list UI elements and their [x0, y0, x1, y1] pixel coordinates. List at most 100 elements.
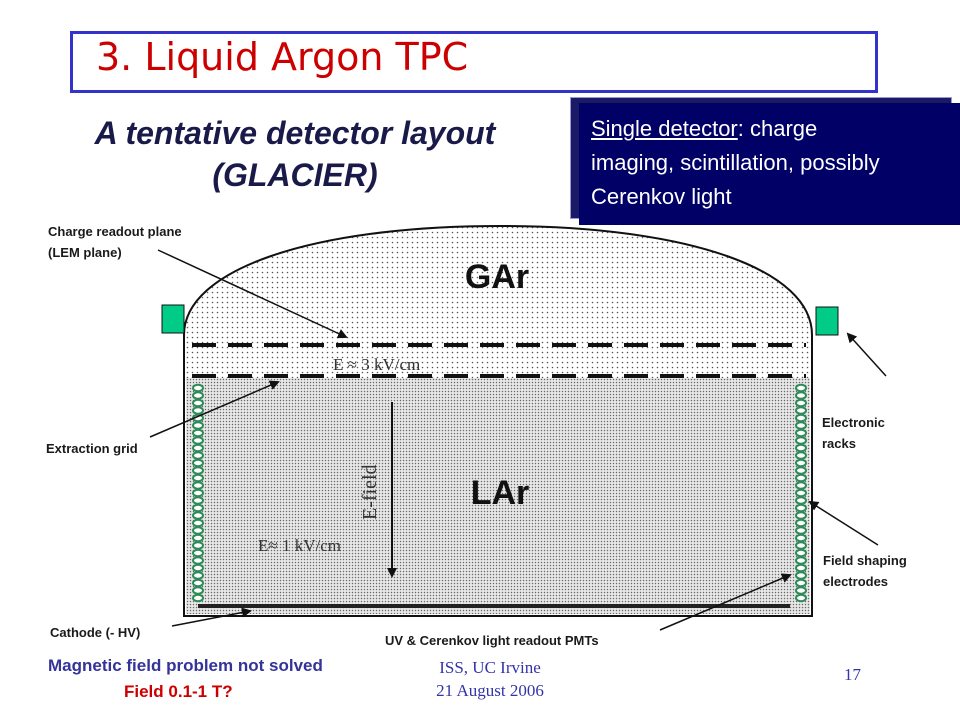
page-number: 17	[844, 665, 861, 684]
field-shaping-ring	[192, 593, 204, 603]
field-shaping-ring	[795, 556, 807, 565]
field-shaping-line-1: Field shaping	[823, 553, 907, 568]
electronic-racks-line-2: racks	[822, 436, 856, 451]
charge-readout-line-2: (LEM plane)	[48, 245, 122, 260]
electronic-rack-right	[815, 306, 839, 336]
field-shaping-ring	[795, 481, 807, 490]
subtitle-line-1: A tentative detector layout	[94, 115, 496, 151]
pmt-readout-label: UV & Cerenkov light readout PMTs	[385, 633, 599, 648]
field-shaping-ring	[192, 383, 204, 393]
field-shaping-ring	[192, 443, 204, 453]
field-shaping-ring	[795, 383, 807, 393]
field-shaping-ring	[795, 443, 807, 453]
field-shaping-ring	[192, 548, 204, 558]
electronic-rack-left	[161, 304, 185, 334]
callout-line-1-rest: : charge	[737, 116, 818, 141]
field-shaping-ring	[192, 451, 204, 460]
field-shaping-line-2: electrodes	[823, 574, 889, 589]
electronic-racks-label: Electronic racks	[822, 412, 885, 454]
field-shaping-ring	[795, 458, 807, 468]
field-shaping-ring	[795, 466, 807, 475]
callout-line-1: Single detector: charge	[591, 112, 960, 146]
field-shaping-ring	[795, 473, 807, 483]
field-lower-label: E≈ 1 kV/cm	[258, 536, 341, 555]
field-shaping-ring	[795, 541, 807, 550]
footer-field-question: Field 0.1-1 T?	[124, 682, 233, 701]
callout-line-3: Cerenkov light	[591, 184, 732, 209]
field-shaping-ring	[795, 398, 807, 408]
field-shaping-ring	[795, 428, 807, 438]
subtitle-line-2: (GLACIER)	[212, 157, 378, 193]
footer-problem: Magnetic field problem not solved	[48, 656, 323, 675]
field-shaping-ring	[192, 488, 204, 498]
field-shaping-ring	[795, 586, 807, 595]
field-shaping-ring	[192, 563, 204, 573]
footer-date: 21 August 2006	[436, 681, 544, 700]
field-shaping-ring	[795, 413, 807, 423]
callout-underlined: Single detector	[591, 116, 738, 141]
field-shaping-ring	[192, 406, 204, 415]
field-shaping-ring	[795, 533, 807, 543]
liquid-argon-region	[186, 378, 810, 614]
field-shaping-ring	[795, 578, 807, 588]
field-shaping-ring	[795, 526, 807, 535]
footer-venue-block: ISS, UC Irvine 21 August 2006	[400, 656, 580, 702]
field-shaping-electrodes-right	[795, 383, 807, 603]
callout-line-2: imaging, scintillation, possibly	[591, 150, 880, 175]
field-shaping-ring	[795, 563, 807, 573]
rack-leader	[846, 332, 887, 377]
field-shaping-ring	[795, 503, 807, 513]
field-shaping-ring	[192, 533, 204, 543]
field-shaping-ring	[192, 518, 204, 528]
field-axis-label: E-field	[359, 464, 381, 520]
field-shaping-ring	[795, 548, 807, 558]
field-shaping-ring	[795, 571, 807, 580]
field-upper-label: E ≈ 3 kV/cm	[333, 355, 420, 374]
footer-venue: ISS, UC Irvine	[439, 658, 541, 677]
cathode-label: Cathode (- HV)	[50, 625, 141, 640]
field-shaping-ring	[192, 556, 204, 565]
field-shaping-ring	[192, 466, 204, 475]
field-shaping-ring	[795, 496, 807, 505]
title-frame	[70, 31, 878, 93]
field-shaping-ring	[192, 428, 204, 438]
field-shaping-ring	[192, 571, 204, 580]
charge-readout-line-1: Charge readout plane	[48, 224, 182, 239]
charge-readout-label: Charge readout plane (LEM plane)	[48, 221, 182, 263]
liquid-argon-label: LAr	[471, 474, 530, 512]
extraction-grid-label: Extraction grid	[46, 441, 138, 456]
field-shaping-ring	[192, 511, 204, 520]
field-shaping-ring	[192, 436, 204, 445]
field-shaping-ring	[795, 451, 807, 460]
subtitle: A tentative detector layout (GLACIER)	[40, 112, 550, 196]
field-shaping-ring	[192, 578, 204, 588]
field-shaping-ring	[795, 488, 807, 498]
field-shaping-ring	[192, 503, 204, 513]
field-shaping-ring	[192, 481, 204, 490]
field-shaping-electrodes-left	[192, 383, 204, 603]
field-shaping-ring	[795, 421, 807, 430]
charge-readout-leader	[157, 249, 348, 339]
extraction-grid-leader	[149, 380, 280, 438]
field-shaping-ring	[795, 518, 807, 528]
field-shaping-ring	[192, 496, 204, 505]
field-shaping-ring	[192, 541, 204, 550]
field-shaping-ring	[192, 458, 204, 468]
callout-box: Single detector: charge imaging, scintil…	[579, 103, 960, 225]
field-shaping-ring	[192, 398, 204, 408]
cathode-leader	[171, 607, 252, 627]
field-shaping-ring	[795, 593, 807, 603]
field-shaping-ring	[795, 436, 807, 445]
gas-argon-label: GAr	[465, 258, 529, 296]
field-shaping-ring	[795, 391, 807, 400]
electronic-racks-line-1: Electronic	[822, 415, 885, 430]
field-shaping-leader	[808, 500, 879, 546]
field-shaping-label: Field shaping electrodes	[823, 550, 907, 592]
field-shaping-ring	[795, 511, 807, 520]
field-shaping-ring	[192, 586, 204, 595]
field-shaping-ring	[192, 391, 204, 400]
field-shaping-ring	[192, 473, 204, 483]
field-shaping-ring	[192, 526, 204, 535]
slide-title: 3. Liquid Argon TPC	[96, 35, 469, 79]
